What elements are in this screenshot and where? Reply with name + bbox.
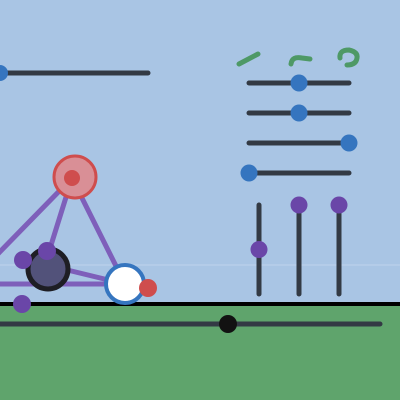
slider-glyph-labels	[236, 47, 360, 68]
h-slider-3[interactable]	[246, 134, 358, 152]
v-slider-1[interactable]	[250, 202, 268, 297]
top-left-slider[interactable]	[0, 65, 151, 81]
h-slider-2-knob[interactable]	[290, 104, 308, 122]
glyph-c-icon	[337, 47, 360, 68]
hub-top-node	[38, 242, 56, 260]
head-core-node	[64, 170, 80, 186]
vertical-slider-group	[250, 196, 348, 297]
h-slider-1-knob[interactable]	[290, 74, 308, 92]
h-slider-4[interactable]	[240, 164, 352, 182]
wheel-node[interactable]	[104, 263, 146, 305]
glyph-slash-icon	[236, 51, 261, 67]
v-slider-2-knob[interactable]	[290, 196, 308, 214]
ragdoll-figure[interactable]	[0, 154, 157, 313]
v-slider-3-knob[interactable]	[330, 196, 348, 214]
glyph-r-icon	[288, 55, 313, 67]
v-slider-2[interactable]	[290, 196, 308, 297]
left-joint-node	[14, 251, 32, 269]
v-slider-1-knob[interactable]	[250, 241, 268, 258]
ground-slider[interactable]	[0, 315, 383, 333]
h-slider-3-knob[interactable]	[340, 134, 358, 152]
ground-slider-knob[interactable]	[219, 315, 237, 333]
wheel-anchor-node	[139, 279, 157, 297]
sky-background	[0, 0, 400, 304]
h-slider-2[interactable]	[246, 104, 352, 122]
ground-area	[0, 304, 400, 400]
h-slider-1[interactable]	[246, 74, 352, 92]
top-left-slider-knob[interactable]	[0, 65, 8, 81]
horizontal-slider-group	[240, 74, 358, 182]
h-slider-4-knob[interactable]	[240, 164, 258, 182]
v-slider-3[interactable]	[330, 196, 348, 297]
foot-node	[13, 295, 31, 313]
